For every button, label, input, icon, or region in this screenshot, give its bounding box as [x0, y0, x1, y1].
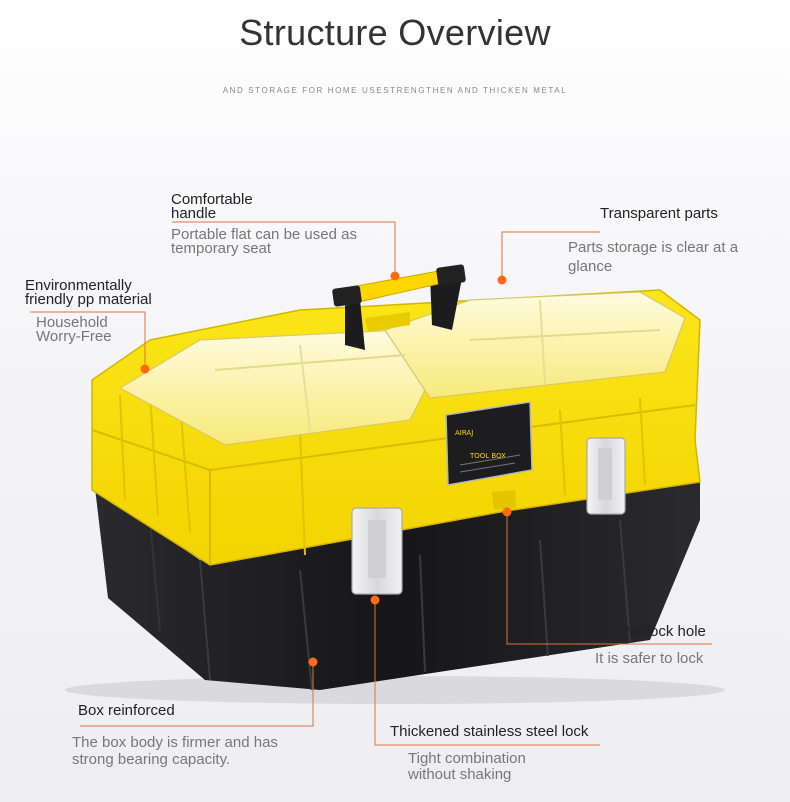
- callout-material-desc: Household Worry-Free: [36, 314, 112, 345]
- handle-desc-1: Portable flat can be used as: [171, 226, 357, 243]
- material-dot: [140, 364, 150, 374]
- callout-transparent-desc: Parts storage is clear at a glance: [568, 238, 738, 276]
- steel-lock-desc-2: without shaking: [408, 766, 512, 783]
- handle-dot: [390, 271, 400, 281]
- callout-padlock-desc: It is safer to lock: [595, 650, 704, 667]
- padlock-desc: It is safer to lock: [595, 650, 704, 667]
- callout-reinforced: Box reinforced: [78, 702, 175, 719]
- material-title-2: friendly pp material: [25, 291, 152, 308]
- material-desc-2: Worry-Free: [36, 328, 112, 345]
- padlock-dot: [502, 507, 512, 517]
- callout-steel-lock-desc: Tight combination without shaking: [408, 751, 526, 783]
- material-desc-1: Household: [36, 314, 108, 331]
- reinforced-desc-2: strong bearing capacity.: [72, 751, 231, 768]
- transparent-desc-1: Parts storage is clear at a: [568, 239, 739, 256]
- padlock-hole: [492, 490, 516, 510]
- handle-desc-2: temporary seat: [171, 240, 272, 257]
- reinforced-title: Box reinforced: [78, 702, 175, 719]
- callout-reinforced-desc: The box body is firmer and has strong be…: [72, 734, 278, 768]
- page-title: Structure Overview: [239, 12, 551, 53]
- callout-transparent: Transparent parts: [600, 205, 718, 222]
- callout-handle-desc: Portable flat can be used as temporary s…: [171, 226, 357, 257]
- steel-lock-leader: [374, 600, 600, 746]
- steel-lock-dot: [370, 595, 380, 605]
- padlock-title: Padlock hole: [620, 623, 706, 640]
- callout-steel-lock: Thickened stainless steel lock: [390, 723, 589, 740]
- badge-text: TOOL BOX: [469, 452, 506, 460]
- steel-lock-side: [586, 437, 626, 515]
- reinforced-leader: [80, 662, 314, 727]
- box-body: [91, 289, 701, 566]
- transparent-title: Transparent parts: [600, 205, 718, 222]
- handle-title-2: handle: [171, 205, 217, 222]
- steel-lock-desc-1: Tight combination: [408, 750, 526, 767]
- handle-title-1: Comfortable: [171, 191, 253, 208]
- material-leader: [30, 311, 146, 368]
- transparent-dot: [497, 275, 507, 285]
- floor-shadow: [65, 676, 725, 704]
- material-title-1: Environmentally: [25, 277, 132, 294]
- handle-leader: [172, 221, 396, 276]
- transparent-desc-2: glance: [568, 258, 613, 275]
- brand-badge: AIRAJ TOOL BOX: [445, 401, 533, 486]
- padlock-leader: [506, 512, 712, 645]
- transparent-leader: [501, 231, 600, 278]
- handle: [332, 264, 466, 350]
- callout-material: Environmentally friendly pp material: [25, 277, 152, 308]
- page-subtitle: AND STORAGE FOR HOME USESTRENGTHEN AND T…: [222, 86, 568, 95]
- steel-lock-front: [351, 507, 403, 595]
- badge-brand: AIRAJ: [455, 429, 473, 437]
- steel-lock-title: Thickened stainless steel lock: [390, 723, 589, 740]
- callout-handle: Comfortable handle: [171, 191, 253, 222]
- callout-padlock: Padlock hole: [620, 623, 706, 640]
- reinforced-dot: [308, 657, 318, 667]
- reinforced-desc-1: The box body is firmer and has: [72, 734, 278, 751]
